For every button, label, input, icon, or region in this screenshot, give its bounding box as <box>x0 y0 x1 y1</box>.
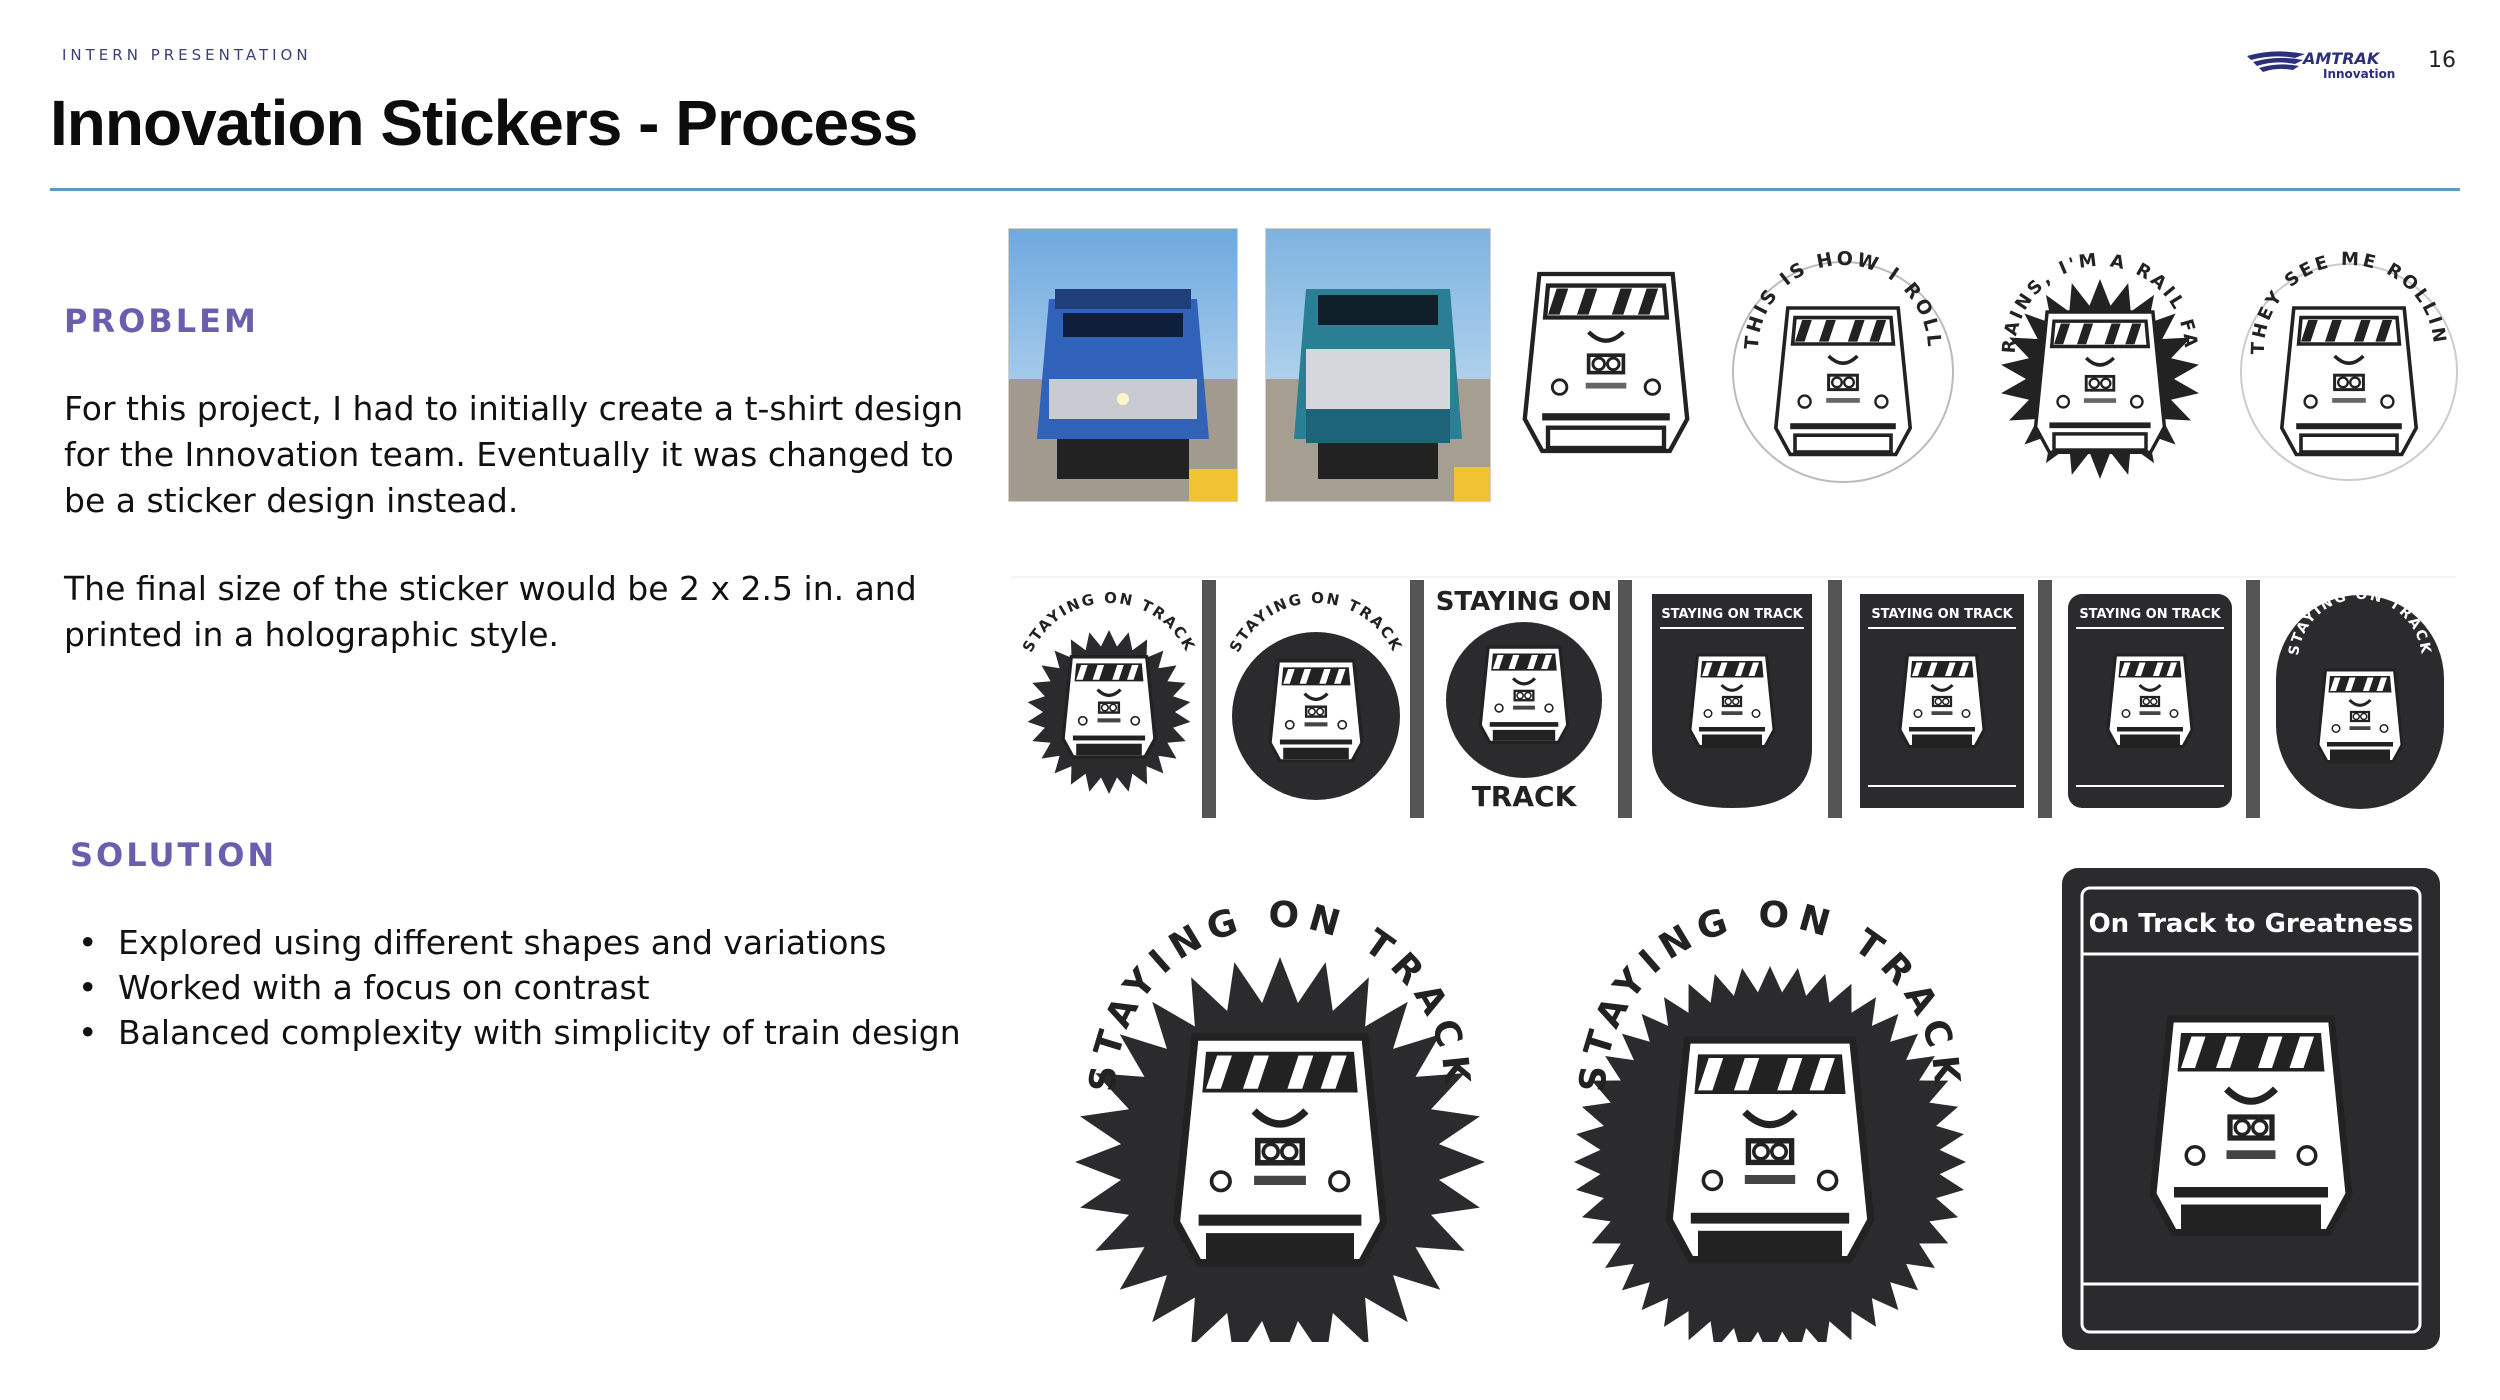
problem-line: for the Innovation team. Eventually it w… <box>64 435 954 474</box>
final-sticker-badge: On Track to Greatness <box>2058 864 2444 1354</box>
svg-text:AMTRAK: AMTRAK <box>2301 49 2381 68</box>
solution-heading: SOLUTION <box>70 836 278 874</box>
solution-list: •Explored using different shapes and var… <box>62 920 961 1055</box>
list-item: •Balanced complexity with simplicity of … <box>78 1013 961 1052</box>
page-title: Innovation Stickers - Process <box>50 87 918 159</box>
strip-top-line <box>1010 576 2456 578</box>
sticker-concept-rollin: THEY SEE ME ROLLIN' <box>2234 230 2464 492</box>
strip-divider <box>1410 580 1424 818</box>
sticker-variation-rounded: STAYING ON TRACK <box>2060 588 2240 814</box>
svg-text:STAYING ON TRACK: STAYING ON TRACK <box>2079 607 2221 622</box>
title-divider <box>50 188 2460 191</box>
svg-text:STAYING ON TRACK: STAYING ON TRACK <box>1871 607 2013 622</box>
strip-divider <box>2246 580 2260 818</box>
final-sticker-burst: STAYING ON TRACK <box>1070 872 1490 1342</box>
eyebrow-label: INTERN PRESENTATION <box>62 46 312 64</box>
sticker-variation-shield: STAYING ON TRACK <box>1642 588 1822 814</box>
svg-text:TRACK: TRACK <box>1472 780 1578 813</box>
problem-line: printed in a holographic style. <box>64 615 560 654</box>
sticker-variation-burst: STAYING ON TRACK <box>1012 588 1206 808</box>
final-sticker-circle: STAYING ON TRACK <box>1570 872 1970 1342</box>
amtrak-logo: AMTRAK Innovation <box>2245 46 2415 81</box>
sticker-variation-square: STAYING ON TRACK <box>1852 588 2032 814</box>
problem-line: For this project, I had to initially cre… <box>64 389 964 428</box>
page-number: 16 <box>2428 48 2456 73</box>
strip-divider <box>1202 580 1216 818</box>
locomotive-photo-blue <box>1008 228 1238 502</box>
list-item: •Worked with a focus on contrast <box>78 968 650 1007</box>
sticker-variation-capsule: STAYING ON TRACK <box>2270 588 2450 814</box>
problem-paragraph-1: For this project, I had to initially cre… <box>64 386 963 524</box>
problem-line: be a sticker design instead. <box>64 481 519 520</box>
svg-text:On Track to Greatness: On Track to Greatness <box>2089 909 2414 939</box>
svg-text:STAYING ON: STAYING ON <box>1436 587 1613 617</box>
strip-divider <box>2038 580 2052 818</box>
strip-divider <box>1618 580 1632 818</box>
svg-text:STAYING ON TRACK: STAYING ON TRACK <box>1661 607 1803 622</box>
problem-line: The final size of the sticker would be 2… <box>64 569 917 608</box>
locomotive-photo-teal <box>1265 228 1491 502</box>
sticker-variation-stacked-text: STAYING ON TRACK <box>1426 582 1622 818</box>
problem-paragraph-2: The final size of the sticker would be 2… <box>64 566 917 658</box>
list-item: •Explored using different shapes and var… <box>78 923 887 962</box>
sticker-concept-plain <box>1508 236 1704 486</box>
sticker-concept-rail-fan: TRAINS, I'M A RAIL FAN <box>1980 226 2220 496</box>
strip-divider <box>1828 580 1842 818</box>
svg-text:Innovation: Innovation <box>2323 67 2395 80</box>
problem-heading: PROBLEM <box>64 302 259 340</box>
sticker-concept-how-i-roll: THIS IS HOW I ROLL <box>1728 230 1958 490</box>
sticker-variation-circle: STAYING ON TRACK <box>1218 588 1414 808</box>
